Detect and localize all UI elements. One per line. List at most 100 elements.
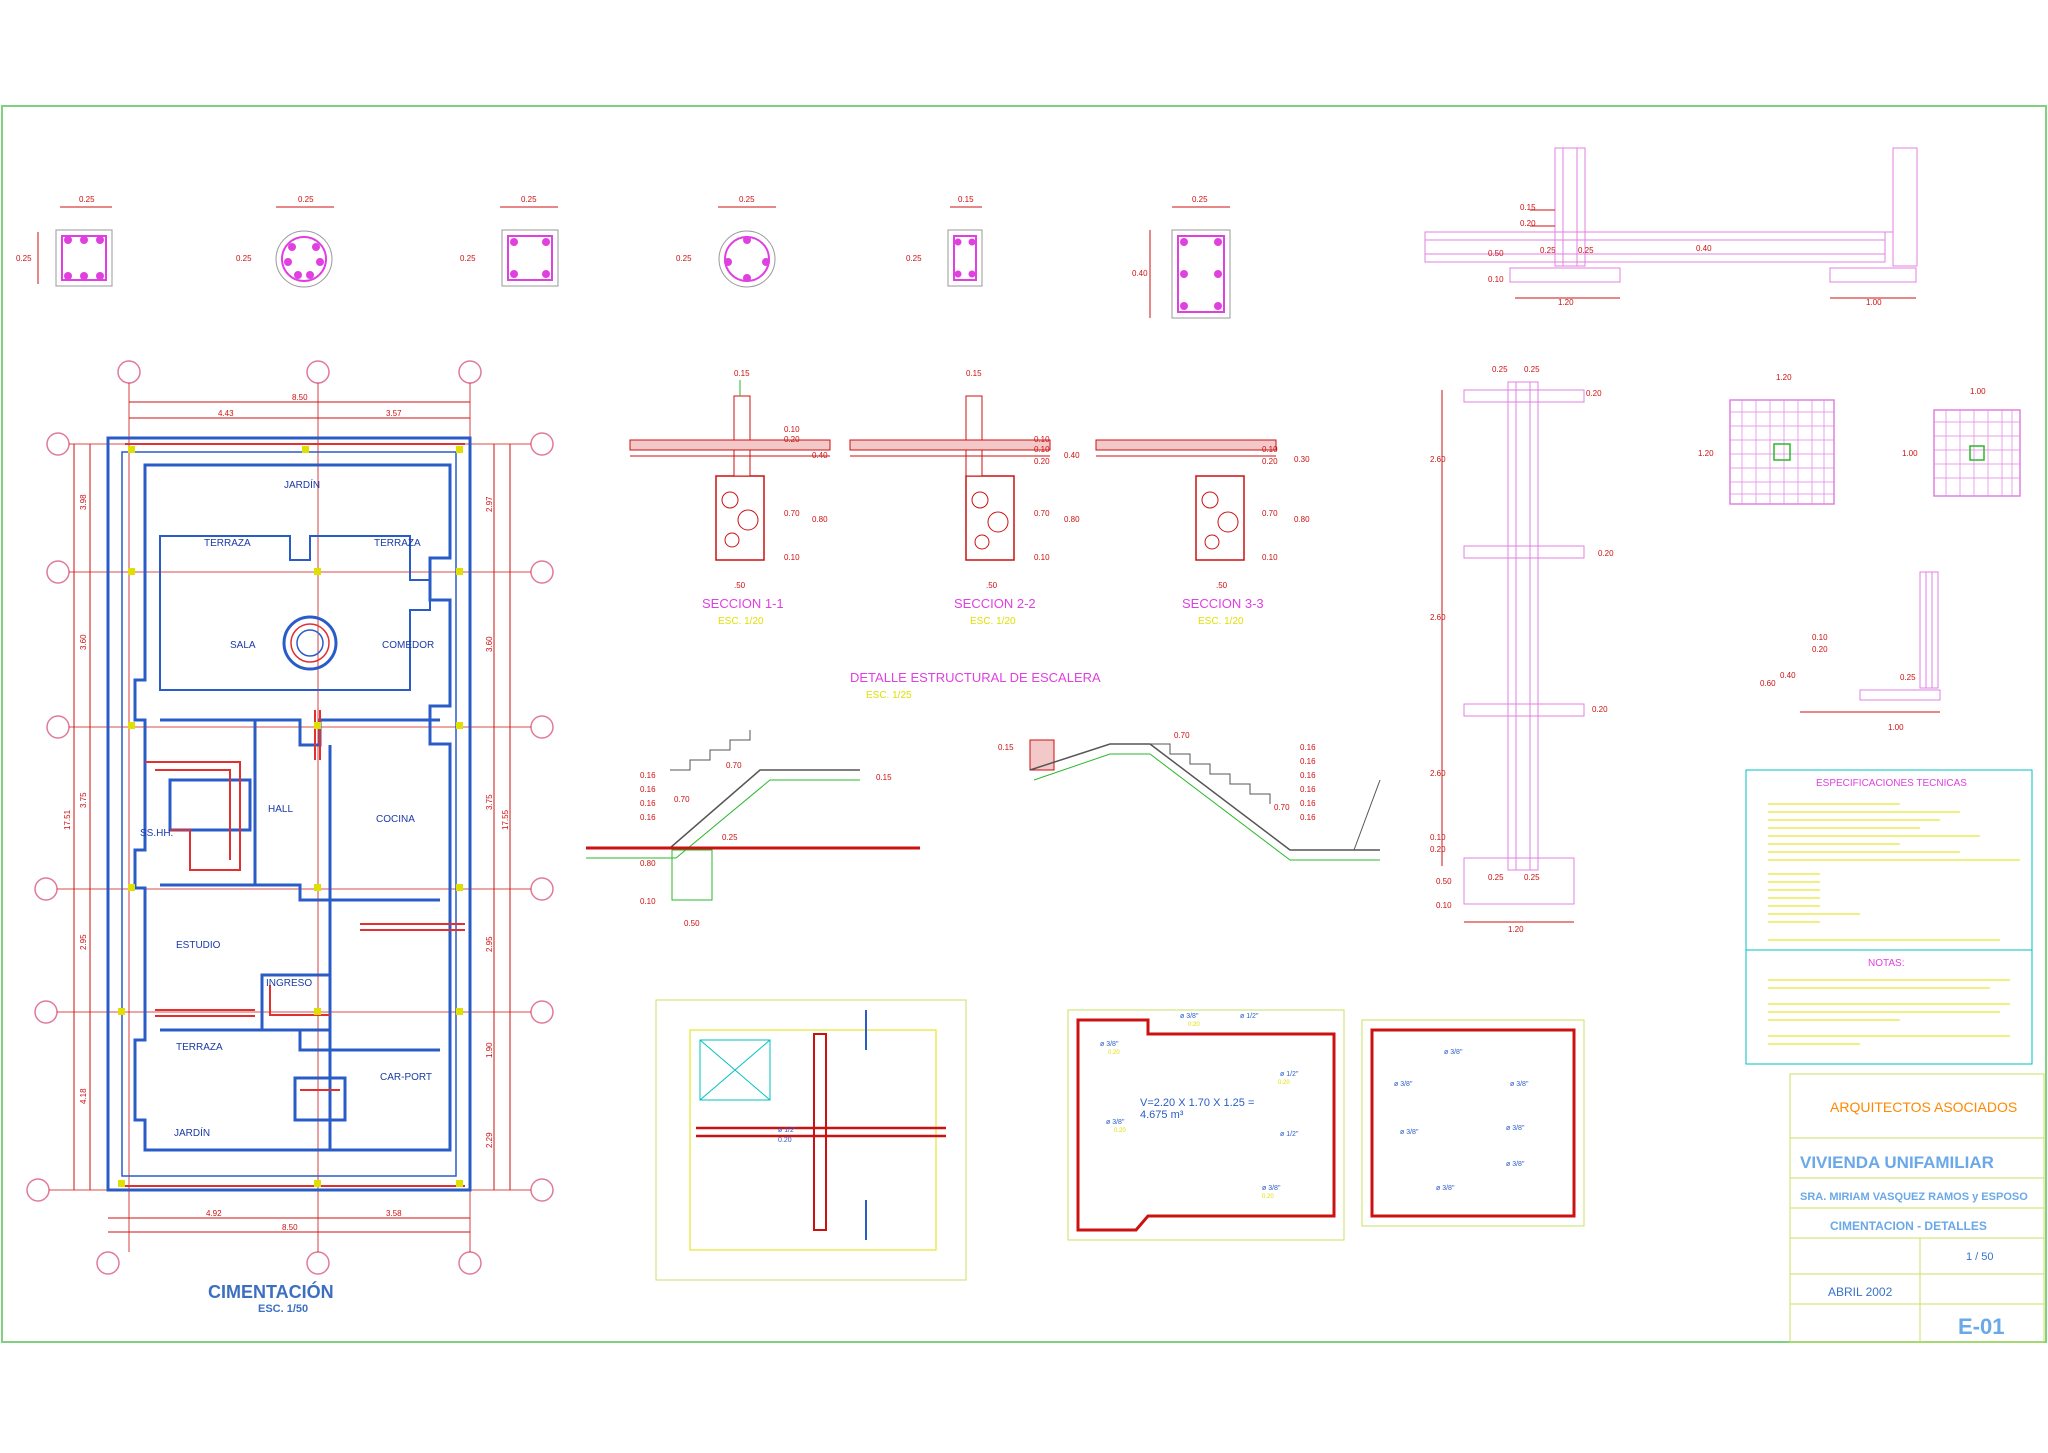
foundation-plan: 8.50 4.43 3.57 4.92 3.58 8.50 3.98 3.60 … — [26, 360, 554, 1315]
dim-label: 0.40 — [812, 451, 828, 460]
dim-label: 1.00 — [1902, 449, 1918, 458]
rebar-label: ø 3/8" — [1262, 1185, 1281, 1192]
room-label: INGRESO — [266, 978, 312, 989]
dim-label: 0.40 — [1780, 671, 1796, 680]
rebar-label: 0.20 — [1108, 1050, 1120, 1056]
dim-label: 0.70 — [726, 761, 742, 770]
column-section-tall: 0.25 0.40 — [1132, 195, 1231, 319]
plan-dim: 3.75 — [79, 792, 88, 808]
dim-label: 0.25 — [1540, 246, 1556, 255]
dim-label: 0.10 — [1812, 633, 1828, 642]
rebar-label: ø 3/8" — [1100, 1041, 1119, 1048]
dim-label: 0.25 — [1524, 873, 1540, 882]
col-dim: 0.25 — [676, 254, 692, 263]
col-dim: 0.15 — [958, 195, 974, 204]
dim-label: 0.30 — [1294, 455, 1310, 464]
dim-label: 0.15 — [966, 369, 982, 378]
dim-label: 0.10 — [1034, 445, 1050, 454]
dim-label: 1.00 — [1888, 723, 1904, 732]
dim-label: .50 — [986, 581, 998, 590]
dim-label: .50 — [734, 581, 746, 590]
svg-text:ø 3/8": ø 3/8" — [1510, 1081, 1529, 1088]
dim-label: 0.10 — [640, 897, 656, 906]
col-dim: 0.25 — [739, 195, 755, 204]
dim-label: 2.60 — [1430, 455, 1446, 464]
section-scale: ESC. 1/20 — [970, 616, 1016, 627]
dim-label: 0.15 — [734, 369, 750, 378]
sheet-frame — [1, 105, 2047, 1343]
rebar-label: 0.20 — [1278, 1080, 1290, 1086]
room-label: SALA — [230, 640, 256, 651]
sheet-date: ABRIL 2002 — [1828, 1285, 1893, 1299]
stair-detail: DETALLE ESTRUCTURAL DE ESCALERA ESC. 1/2… — [586, 670, 1381, 928]
owner-name: SRA. MIRIAM VASQUEZ RAMOS y ESPOSO — [1800, 1191, 2028, 1203]
col-dim: 0.25 — [521, 195, 537, 204]
dim-label: 0.10 — [1034, 553, 1050, 562]
dim-label: 0.16 — [1300, 757, 1316, 766]
dim-label: 0.20 — [1262, 457, 1278, 466]
dim-label: 0.16 — [640, 799, 656, 808]
col-dim: 0.25 — [16, 254, 32, 263]
svg-text:ø 3/8": ø 3/8" — [1506, 1125, 1525, 1132]
col-dim: 0.25 — [79, 195, 95, 204]
stair-scale: ESC. 1/25 — [866, 690, 912, 701]
dim-label: 0.20 — [1586, 389, 1602, 398]
stair-title: DETALLE ESTRUCTURAL DE ESCALERA — [850, 670, 1101, 685]
section-title: SECCION 3-3 — [1182, 596, 1264, 611]
plan-dim: 3.60 — [485, 636, 494, 652]
rebar-label: 0.20 — [1114, 1128, 1126, 1134]
plan-dim: 17.51 — [63, 809, 72, 830]
plan-dim: 1.90 — [485, 1042, 494, 1058]
room-label: CAR-PORT — [380, 1072, 432, 1083]
dim-label: 0.20 — [784, 435, 800, 444]
dim-label: 0.25 — [1578, 246, 1594, 255]
column-section-square: 0.25 0.25 — [16, 195, 113, 287]
plan-dim: 3.98 — [79, 494, 88, 510]
dim-label: 2.60 — [1430, 769, 1446, 778]
dim-label: 0.10 — [1488, 275, 1504, 284]
rebar-label: ø 1/2" — [778, 1127, 797, 1134]
column-section-small: 0.15 0.25 — [906, 195, 983, 287]
room-label: TERRAZA — [176, 1042, 223, 1053]
dim-label: .50 — [1216, 581, 1228, 590]
dim-label: 0.70 — [1034, 509, 1050, 518]
plan-scale: ESC. 1/50 — [258, 1303, 308, 1315]
column-sections: 0.25 0.25 0.25 0.25 0.25 0.25 — [16, 195, 1231, 319]
section-title: SECCION 2-2 — [954, 596, 1036, 611]
rebar-label: 0.20 — [778, 1137, 792, 1144]
sheet-scale: 1 / 50 — [1966, 1251, 1994, 1263]
dim-label: 0.70 — [1174, 731, 1190, 740]
svg-text:ø 3/8": ø 3/8" — [1506, 1161, 1525, 1168]
dim-label: 1.00 — [1866, 298, 1882, 307]
col-dim: 0.25 — [236, 254, 252, 263]
dim-label: 0.16 — [640, 813, 656, 822]
column-section-round: 0.25 0.25 — [676, 195, 776, 288]
plan-dim: 3.57 — [386, 409, 402, 418]
dim-label: 0.25 — [1524, 365, 1540, 374]
plan-dim: 4.18 — [79, 1088, 88, 1104]
room-label: JARDÍN — [174, 1126, 210, 1139]
dim-label: 0.15 — [1520, 203, 1536, 212]
plan-dim: 17.55 — [501, 809, 510, 830]
dim-label: 0.40 — [1696, 244, 1712, 253]
svg-text:ø 3/8": ø 3/8" — [1400, 1129, 1419, 1136]
dim-label: 0.10 — [1262, 553, 1278, 562]
dim-label: 0.10 — [1430, 833, 1446, 842]
rebar-label: ø 1/2" — [1280, 1071, 1299, 1078]
project-name: VIVIENDA UNIFAMILIAR — [1800, 1153, 1994, 1172]
dim-label: 0.10 — [1436, 901, 1452, 910]
dim-label: 0.25 — [1900, 673, 1916, 682]
dim-label: 0.20 — [1034, 457, 1050, 466]
section-scale: ESC. 1/20 — [718, 616, 764, 627]
dim-label: 0.25 — [722, 833, 738, 842]
notes-title: NOTAS: — [1868, 958, 1904, 969]
dim-label: 0.70 — [1274, 803, 1290, 812]
dim-label: 0.25 — [1488, 873, 1504, 882]
dim-label: 0.40 — [1064, 451, 1080, 460]
footing-plans: 1.20 1.20 1.00 1.00 — [1698, 373, 2021, 505]
dim-label: 0.16 — [640, 785, 656, 794]
dim-label: 2.60 — [1430, 613, 1446, 622]
section-title: SECCION 1-1 — [702, 596, 784, 611]
